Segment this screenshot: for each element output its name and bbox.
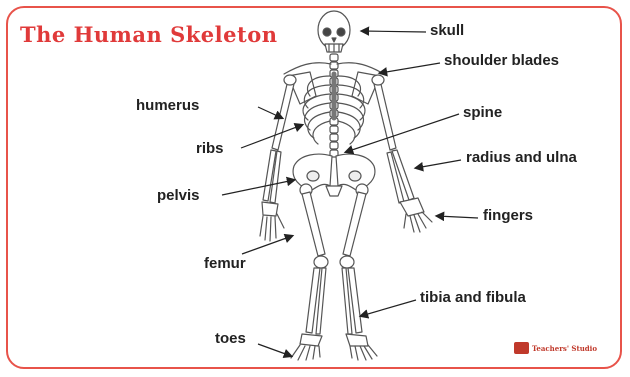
tibia-fibula-arrow — [361, 300, 416, 316]
label-pelvis: pelvis — [157, 187, 200, 204]
left-arm — [260, 75, 296, 241]
label-fingers: fingers — [483, 207, 533, 224]
label-femur: femur — [204, 255, 246, 272]
pelvis-arrow — [222, 180, 294, 195]
label-spine: spine — [463, 104, 502, 121]
shoulder-blades-arrow — [380, 63, 440, 73]
brand-logo-icon — [514, 342, 529, 354]
skull-arrow — [362, 31, 426, 32]
label-skull: skull — [430, 22, 464, 39]
ribs-arrow — [241, 125, 302, 148]
skull-bone — [318, 11, 350, 52]
left-leg — [291, 184, 328, 360]
label-tibia-and-fibula: tibia and fibula — [420, 289, 526, 306]
toes-arrow — [258, 344, 291, 356]
fingers-arrow — [437, 216, 478, 218]
label-ribs: ribs — [196, 140, 224, 157]
femur-arrow — [242, 236, 292, 254]
radius-ulna-arrow — [416, 160, 461, 168]
humerus-arrow — [258, 107, 282, 118]
label-toes: toes — [215, 330, 246, 347]
label-radius-and-ulna: radius and ulna — [466, 149, 577, 166]
brand-logo: Teachers' Studio — [514, 342, 597, 354]
right-arm — [372, 75, 432, 232]
label-humerus: humerus — [136, 97, 199, 114]
right-leg — [340, 184, 377, 360]
brand-name: Teachers' Studio — [532, 344, 597, 353]
label-shoulder-blades: shoulder blades — [444, 52, 559, 69]
